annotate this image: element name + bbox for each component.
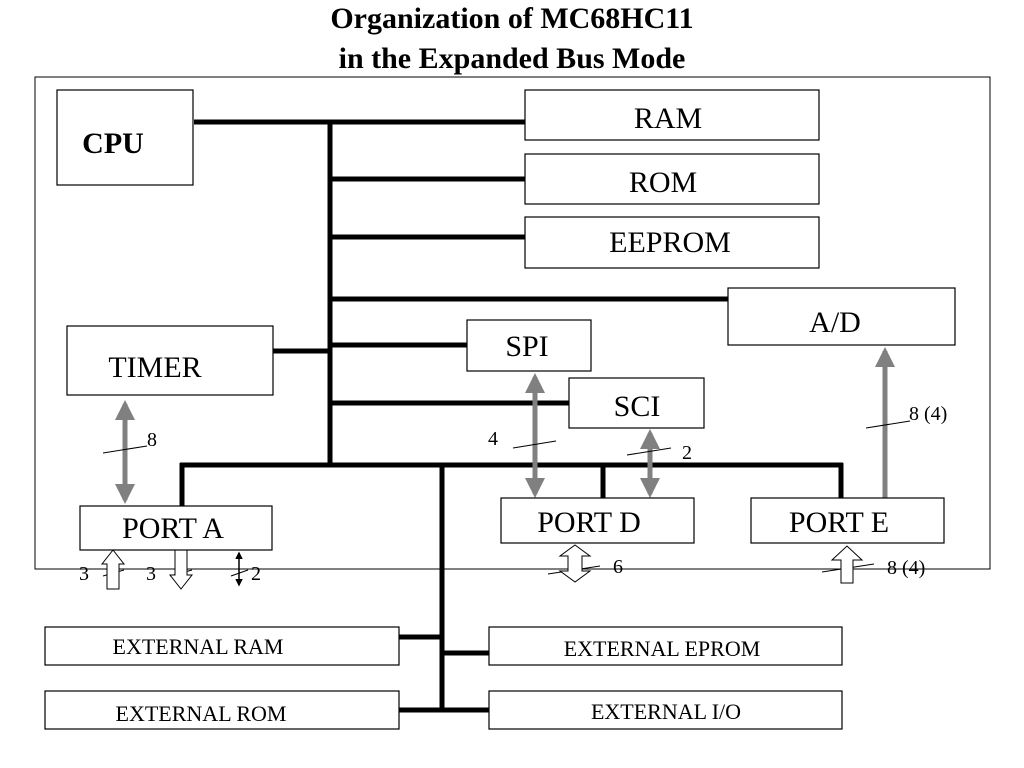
- porte-block: PORT E: [750, 497, 945, 544]
- portd-io-width-label: 6: [613, 556, 623, 578]
- external-ram-label: EXTERNAL RAM: [113, 634, 284, 659]
- ad-block: A/D: [727, 287, 956, 346]
- external-rom-label: EXTERNAL ROM: [116, 701, 287, 726]
- sci-portd-width-label: 2: [682, 442, 692, 464]
- porta-out-arrow: [168, 549, 194, 590]
- external-bus: [399, 463, 489, 713]
- timer-label: TIMER: [108, 351, 201, 384]
- portd-label: PORT D: [537, 506, 641, 539]
- porta-in-arrow: [100, 549, 126, 590]
- spi-block: SPI: [466, 319, 592, 372]
- external-eprom-block: EXTERNAL EPROM: [488, 626, 843, 666]
- ram-block: RAM: [524, 89, 820, 141]
- cpu-label: CPU: [82, 127, 144, 160]
- porte-label: PORT E: [789, 506, 889, 539]
- porte-in-arrow: [830, 545, 864, 584]
- porta-block: PORT A: [79, 505, 273, 551]
- timer-porta-width-label: 8: [147, 429, 157, 451]
- chip-boundary: [34, 76, 991, 570]
- spi-label: SPI: [505, 330, 548, 363]
- ram-label: RAM: [634, 102, 702, 135]
- sci-block: SCI: [568, 377, 705, 429]
- internal-bus: [179, 119, 844, 506]
- porte-ad-width-label: 8 (4): [909, 403, 947, 425]
- external-io-block: EXTERNAL I/O: [488, 690, 843, 730]
- diagram-title-line1: Organization of MC68HC11: [330, 2, 694, 35]
- porte-in-width-label: 8 (4): [887, 557, 925, 579]
- eeprom-block: EEPROM: [524, 216, 820, 269]
- portd-block: PORT D: [500, 497, 695, 544]
- external-rom-block: EXTERNAL ROM: [44, 690, 400, 730]
- external-io-label: EXTERNAL I/O: [591, 699, 741, 724]
- porta-bidir-width-label: 2: [251, 563, 261, 585]
- eeprom-label: EEPROM: [609, 226, 731, 259]
- cpu-block: CPU: [56, 89, 194, 186]
- rom-label: ROM: [629, 166, 697, 199]
- porta-out-width-label: 3: [146, 563, 156, 585]
- external-eprom-label: EXTERNAL EPROM: [564, 636, 761, 661]
- sci-label: SCI: [614, 390, 661, 423]
- porta-in-width-label: 3: [79, 563, 89, 585]
- spi-portd-width-label: 4: [488, 428, 498, 450]
- porta-label: PORT A: [122, 512, 224, 545]
- external-ram-block: EXTERNAL RAM: [44, 626, 400, 666]
- timer-block: TIMER: [66, 325, 274, 396]
- portd-io-arrow: [558, 544, 592, 583]
- diagram-title-line2: in the Expanded Bus Mode: [338, 42, 686, 75]
- ad-label: A/D: [809, 306, 861, 339]
- rom-block: ROM: [524, 153, 820, 205]
